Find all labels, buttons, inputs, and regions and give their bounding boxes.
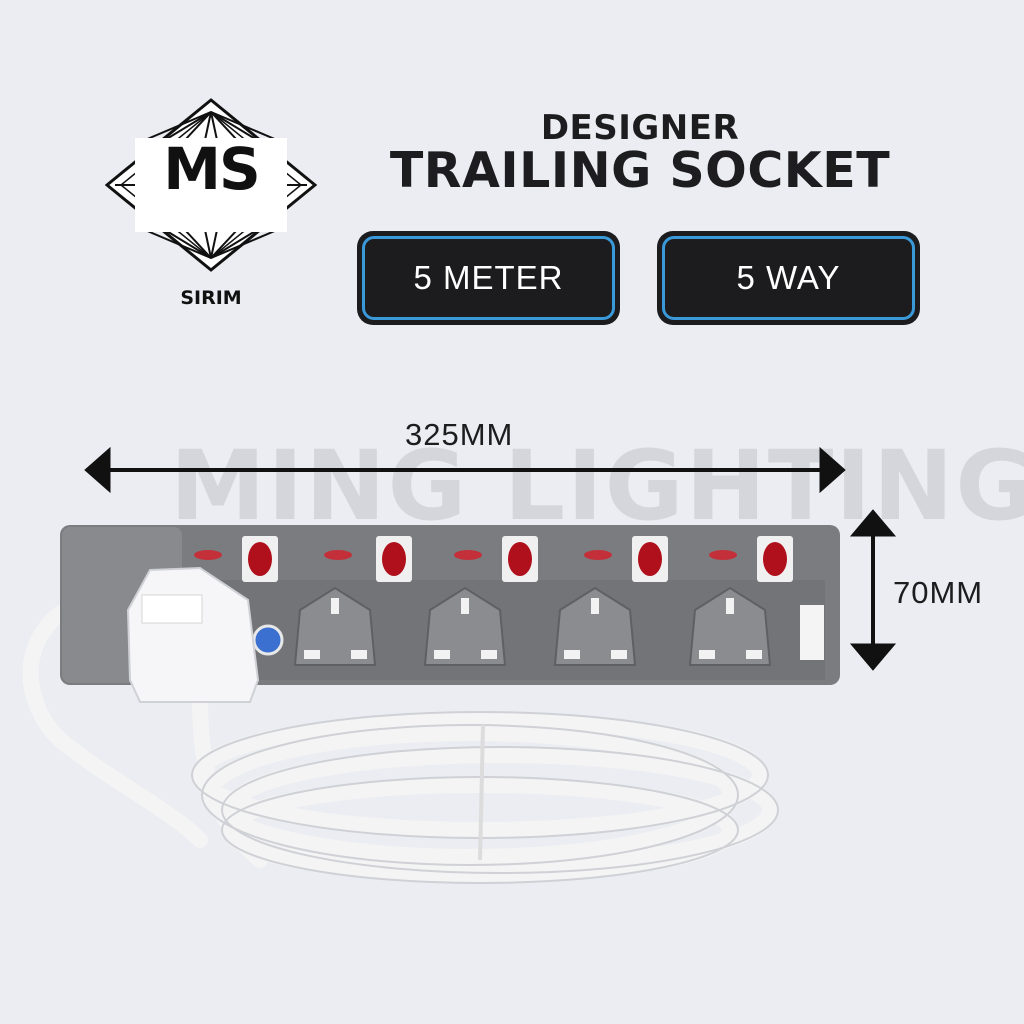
width-arrow-icon [84,446,846,494]
height-arrow-icon [849,509,897,671]
switch-row [194,536,793,582]
sirim-logo: MS [105,98,317,273]
rating-sticker [800,605,824,660]
title-line-1: DESIGNER [540,108,740,148]
spec-length-label: 5 METER [362,236,615,320]
logo-ms-text: MS [163,135,261,203]
title-line-2: TRAILING SOCKET [389,142,891,199]
width-dimension-label: 325MM [405,417,514,452]
product-illustration [0,440,1024,940]
spec-ways-label: 5 WAY [662,236,915,320]
spec-badge-ways: 5 WAY [657,231,920,325]
sirim-diamond-icon [105,98,317,272]
height-dimension-label: 70MM [893,575,984,610]
safety-sticker-icon [252,624,284,656]
outlet-row [293,586,772,666]
plug-icon [126,566,260,703]
logo-caption: SIRIM [180,287,242,309]
spec-badge-length: 5 METER [357,231,620,325]
trailing-socket-icon [22,446,897,884]
